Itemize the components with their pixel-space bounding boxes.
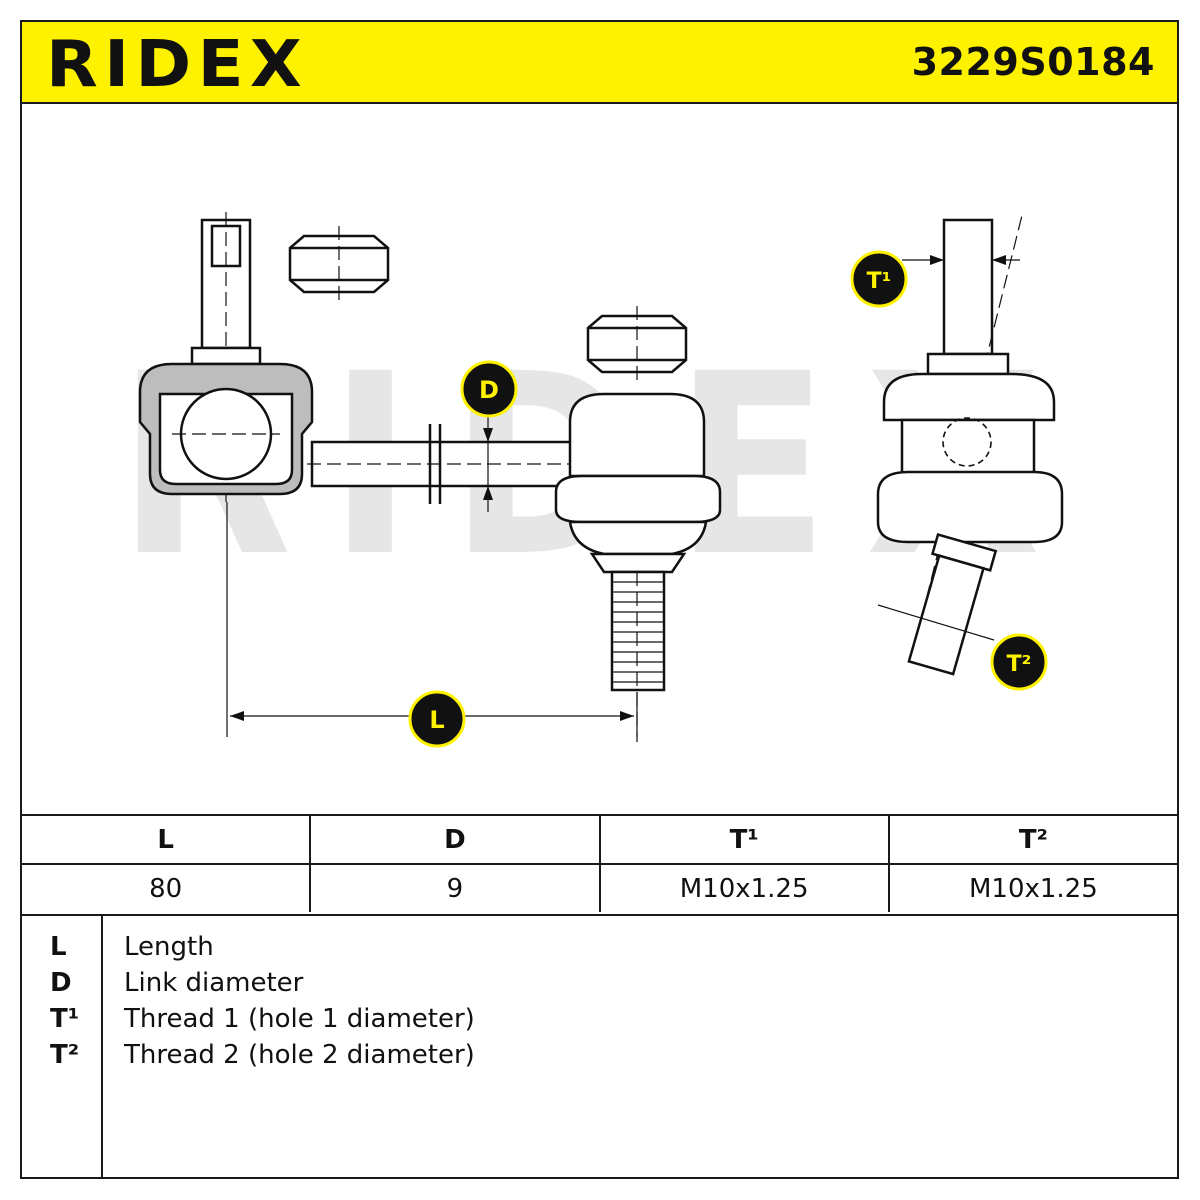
- spec-value-thread2: M10x1.25: [968, 873, 1098, 904]
- legend-item: T² Thread 2 (hole 2 diameter): [22, 1040, 1177, 1076]
- callout-diameter: D: [460, 360, 518, 418]
- legend-item: L Length: [22, 932, 1177, 968]
- link-end-view: [876, 216, 1064, 676]
- legend-key: T¹: [50, 1004, 80, 1034]
- legend-item: D Link diameter: [22, 968, 1177, 1004]
- brand-logo: RIDEX: [46, 30, 308, 94]
- legend-key: D: [50, 968, 72, 998]
- legend-desc: Thread 2 (hole 2 diameter): [124, 1040, 475, 1070]
- callout-thread2-label: T²: [1007, 652, 1032, 677]
- part-number: 3229S0184: [911, 40, 1155, 84]
- product-sheet: RIDEX 3229S0184 RIDEX: [20, 20, 1179, 1179]
- spec-header-thread2: T²: [1018, 824, 1048, 855]
- legend-key: L: [50, 932, 67, 962]
- spec-value-diameter: 9: [311, 865, 601, 912]
- link-side-view: [138, 212, 722, 742]
- callout-diameter-label: D: [479, 376, 499, 404]
- spec-header-diameter: D: [311, 816, 601, 863]
- callout-thread1: T¹: [850, 250, 908, 308]
- technical-drawing: RIDEX: [22, 102, 1177, 814]
- spec-table: L D T¹ T² 80 9 M10x1.25 M10x1.25: [22, 814, 1177, 916]
- legend-desc: Length: [124, 932, 214, 962]
- callout-length-label: L: [429, 706, 444, 734]
- legend-desc: Thread 1 (hole 1 diameter): [124, 1004, 475, 1034]
- legend-item: T¹ Thread 1 (hole 1 diameter): [22, 1004, 1177, 1040]
- callout-thread2: T²: [990, 633, 1048, 691]
- legend-divider: [101, 914, 103, 1177]
- callout-length: L: [408, 690, 466, 748]
- legend-desc: Link diameter: [124, 968, 304, 998]
- spec-table-header-row: L D T¹ T²: [22, 816, 1177, 865]
- drawing-canvas: RIDEX: [117, 212, 1064, 748]
- callout-thread1-label: T¹: [867, 269, 892, 294]
- spec-header-length: L: [22, 816, 312, 863]
- legend-key: T²: [50, 1040, 80, 1070]
- legend: L Length D Link diameter T¹ Thread 1 (ho…: [22, 914, 1177, 1177]
- spec-value-length: 80: [22, 865, 312, 912]
- spec-header-thread1: T¹: [601, 816, 890, 863]
- spec-table-value-row: 80 9 M10x1.25 M10x1.25: [22, 865, 1177, 912]
- header-bar: RIDEX 3229S0184: [22, 22, 1177, 104]
- spec-value-thread1: M10x1.25: [601, 865, 890, 912]
- brand-logo-text: RIDEX: [46, 30, 308, 94]
